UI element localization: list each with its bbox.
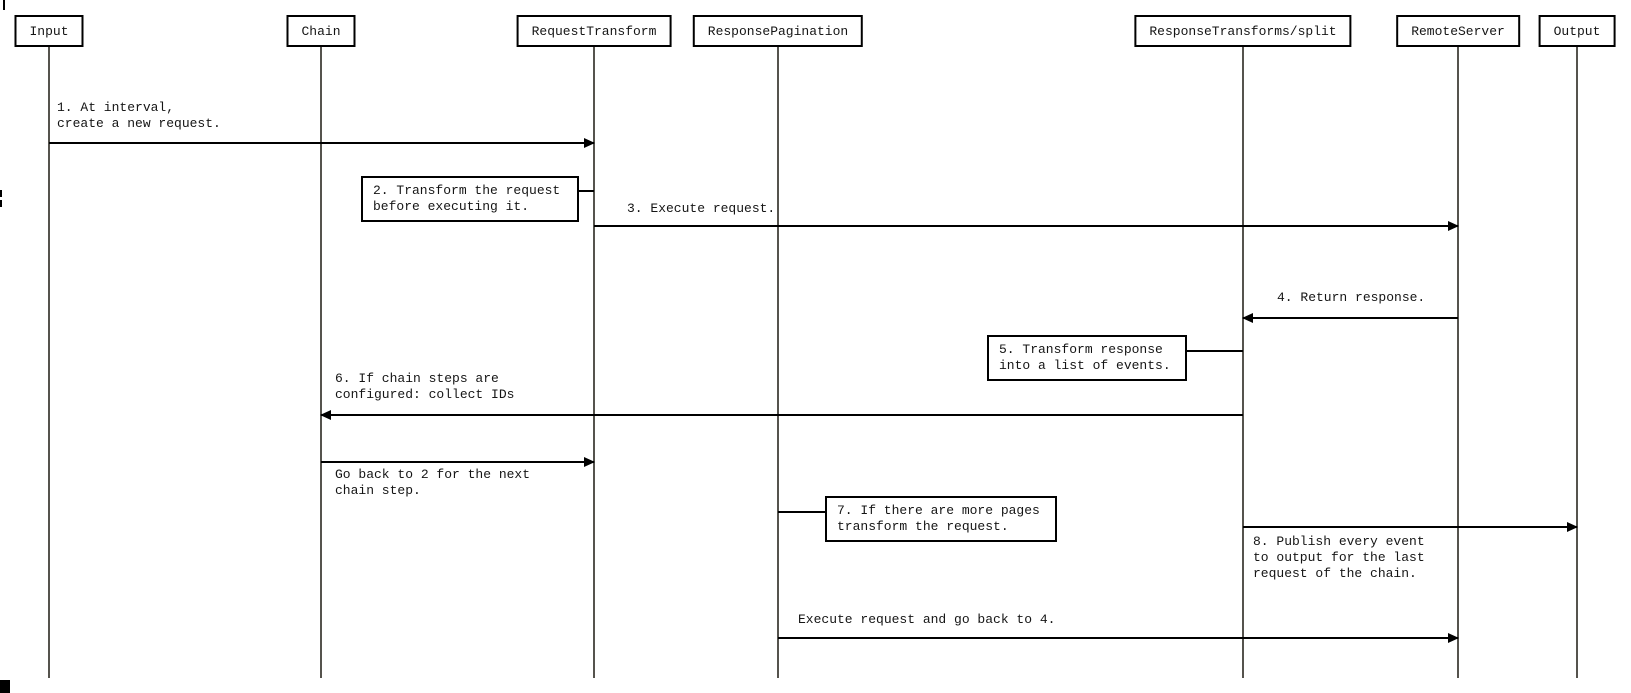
message-arrow-3 xyxy=(594,221,1459,231)
message-label-1: 1. At interval, create a new request. xyxy=(57,100,221,131)
edge-mark-left-a xyxy=(0,190,2,197)
note-7-more-pages: 7. If there are more pages transform the… xyxy=(825,496,1057,542)
note-connector-7 xyxy=(778,511,825,513)
message-arrow-execute-go-back xyxy=(778,633,1459,643)
message-arrow-8 xyxy=(1243,522,1578,532)
message-arrow-4 xyxy=(1242,313,1458,323)
participant-box-remote-server: RemoteServer xyxy=(1396,15,1520,47)
participant-box-response-transforms-split: ResponseTransforms/split xyxy=(1134,15,1352,47)
note-5-transform-response: 5. Transform response into a list of eve… xyxy=(987,335,1187,381)
message-label-6: 6. If chain steps are configured: collec… xyxy=(335,371,515,402)
message-label-execute-go-back: Execute request and go back to 4. xyxy=(798,612,1056,627)
lifeline-response-pagination xyxy=(777,47,779,678)
message-arrow-6 xyxy=(320,410,1243,420)
message-arrow-7 xyxy=(321,457,595,467)
lifeline-chain xyxy=(320,47,322,678)
lifeline-input xyxy=(48,47,50,678)
participant-box-output: Output xyxy=(1538,15,1616,47)
edge-mark-top-left xyxy=(3,0,5,10)
lifeline-response-transforms-split xyxy=(1242,47,1244,678)
lifeline-remote-server xyxy=(1457,47,1459,678)
participant-box-response-pagination: ResponsePagination xyxy=(692,15,864,47)
edge-mark-left-b xyxy=(0,200,2,207)
participant-box-chain: Chain xyxy=(286,15,356,47)
participant-box-input: Input xyxy=(14,15,84,47)
lifeline-request-transform xyxy=(593,47,595,678)
note-connector-5 xyxy=(1185,350,1243,352)
message-label-4: 4. Return response. xyxy=(1277,290,1426,305)
edge-mark-bottom-left xyxy=(0,680,10,693)
message-label-8: 8. Publish every event to output for the… xyxy=(1253,534,1425,581)
message-arrow-1 xyxy=(49,138,595,148)
message-label-3: 3. Execute request. xyxy=(627,201,776,216)
note-2-transform-request: 2. Transform the request before executin… xyxy=(361,176,579,222)
note-connector-2 xyxy=(579,190,594,192)
message-label-7: Go back to 2 for the next chain step. xyxy=(335,467,531,498)
lifeline-output xyxy=(1576,47,1578,678)
participant-box-request-transform: RequestTransform xyxy=(516,15,672,47)
